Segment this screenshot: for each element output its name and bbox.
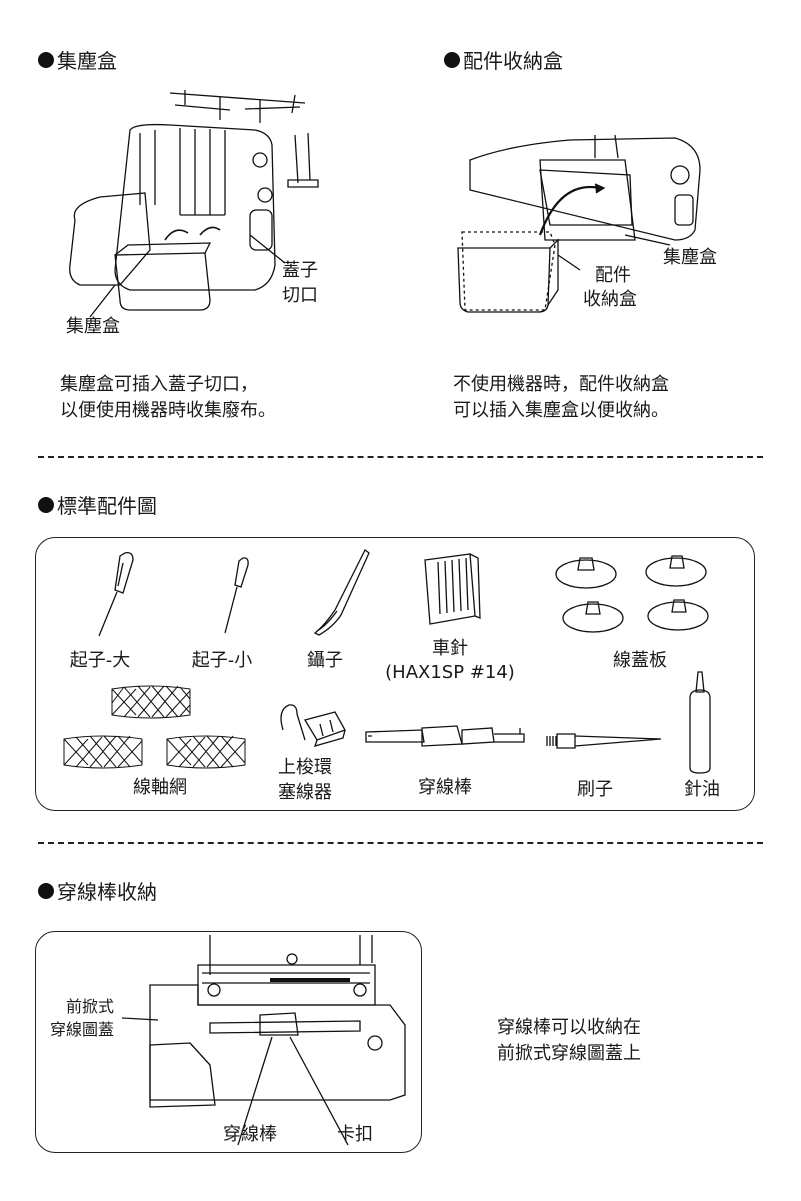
label-dust-box: 集塵盒	[66, 316, 120, 337]
cover-leader-line	[121, 1017, 159, 1021]
serger-dust-box-illustration	[69, 90, 319, 318]
label-oiler: 針油	[684, 779, 720, 800]
label-looper-threader-2: 塞線器	[278, 782, 332, 803]
label-brush: 刷子	[577, 779, 613, 800]
standard-accessories-title: 標準配件圖	[57, 494, 157, 518]
screwdriver-large-icon	[98, 552, 134, 637]
threading-rod-icon	[365, 725, 525, 747]
accessory-box-desc-2: 可以插入集塵盒以便收納。	[453, 400, 669, 421]
bullet-icon	[38, 51, 54, 68]
looper-threader-icon	[280, 704, 346, 747]
label-needles-1: 車針	[432, 638, 468, 659]
dust-box-desc-1: 集塵盒可插入蓋子切口，	[60, 374, 258, 395]
accessory-box-desc-1: 不使用機器時，配件收納盒	[453, 374, 669, 395]
label-screwdriver-small: 起子-小	[191, 650, 253, 671]
label-spool-nets: 線軸網	[133, 777, 187, 798]
label-screwdriver-large: 起子-大	[69, 650, 131, 671]
label-front-cover-1: 前掀式	[66, 997, 115, 1016]
label-threading-rod: 穿線棒	[418, 777, 472, 798]
accessory-box-title: 配件收納盒	[463, 49, 563, 73]
label-cover-slot-1: 蓋子	[282, 260, 318, 281]
tweezers-icon	[313, 549, 370, 636]
rod-storage-title: 穿線棒收納	[57, 880, 157, 904]
label-clip: 卡扣	[337, 1124, 373, 1145]
label-dust-box-2: 集塵盒	[663, 247, 717, 268]
rod-storage-heading: 穿線棒收納	[38, 876, 157, 905]
bullet-icon	[444, 51, 460, 68]
rod-storage-desc-2: 前掀式穿線圖蓋上	[497, 1043, 641, 1064]
spool-net-icon	[111, 685, 191, 719]
rod-storage-desc-1: 穿線棒可以收納在	[497, 1017, 641, 1038]
label-accessory-box-2: 收納盒	[583, 289, 637, 310]
threading-cover-illustration	[149, 935, 406, 1146]
accessory-box-illustration	[457, 134, 701, 313]
dust-box-heading: 集塵盒	[38, 45, 117, 74]
accessory-box-heading: 配件收納盒	[444, 45, 563, 74]
label-tweezers: 鑷子	[307, 650, 343, 671]
spool-net-icon	[166, 735, 246, 769]
section-divider	[38, 842, 763, 844]
oiler-icon	[689, 671, 711, 774]
brush-icon	[546, 733, 662, 749]
screwdriver-small-icon	[224, 557, 249, 634]
needle-pack-icon	[424, 553, 481, 625]
dust-box-desc-2: 以便使用機器時收集廢布。	[60, 400, 276, 421]
dust-box-title: 集塵盒	[57, 49, 117, 73]
label-cover-slot-2: 切口	[282, 285, 318, 306]
spool-caps-icon	[555, 555, 709, 633]
rod-storage-panel	[35, 931, 422, 1153]
label-needles-2: (HAX1SP #14)	[385, 662, 515, 683]
bullet-icon	[38, 496, 54, 513]
bullet-icon	[38, 882, 54, 899]
standard-accessories-heading: 標準配件圖	[38, 490, 157, 519]
accessories-panel	[35, 537, 755, 811]
label-accessory-box-1: 配件	[595, 265, 631, 286]
label-front-cover-2: 穿線圖蓋	[50, 1020, 115, 1039]
label-looper-threader-1: 上梭環	[278, 757, 332, 778]
label-rod: 穿線棒	[223, 1124, 277, 1145]
label-spool-caps: 線蓋板	[613, 650, 667, 671]
spool-net-icon	[63, 735, 143, 769]
section-divider	[38, 456, 763, 458]
